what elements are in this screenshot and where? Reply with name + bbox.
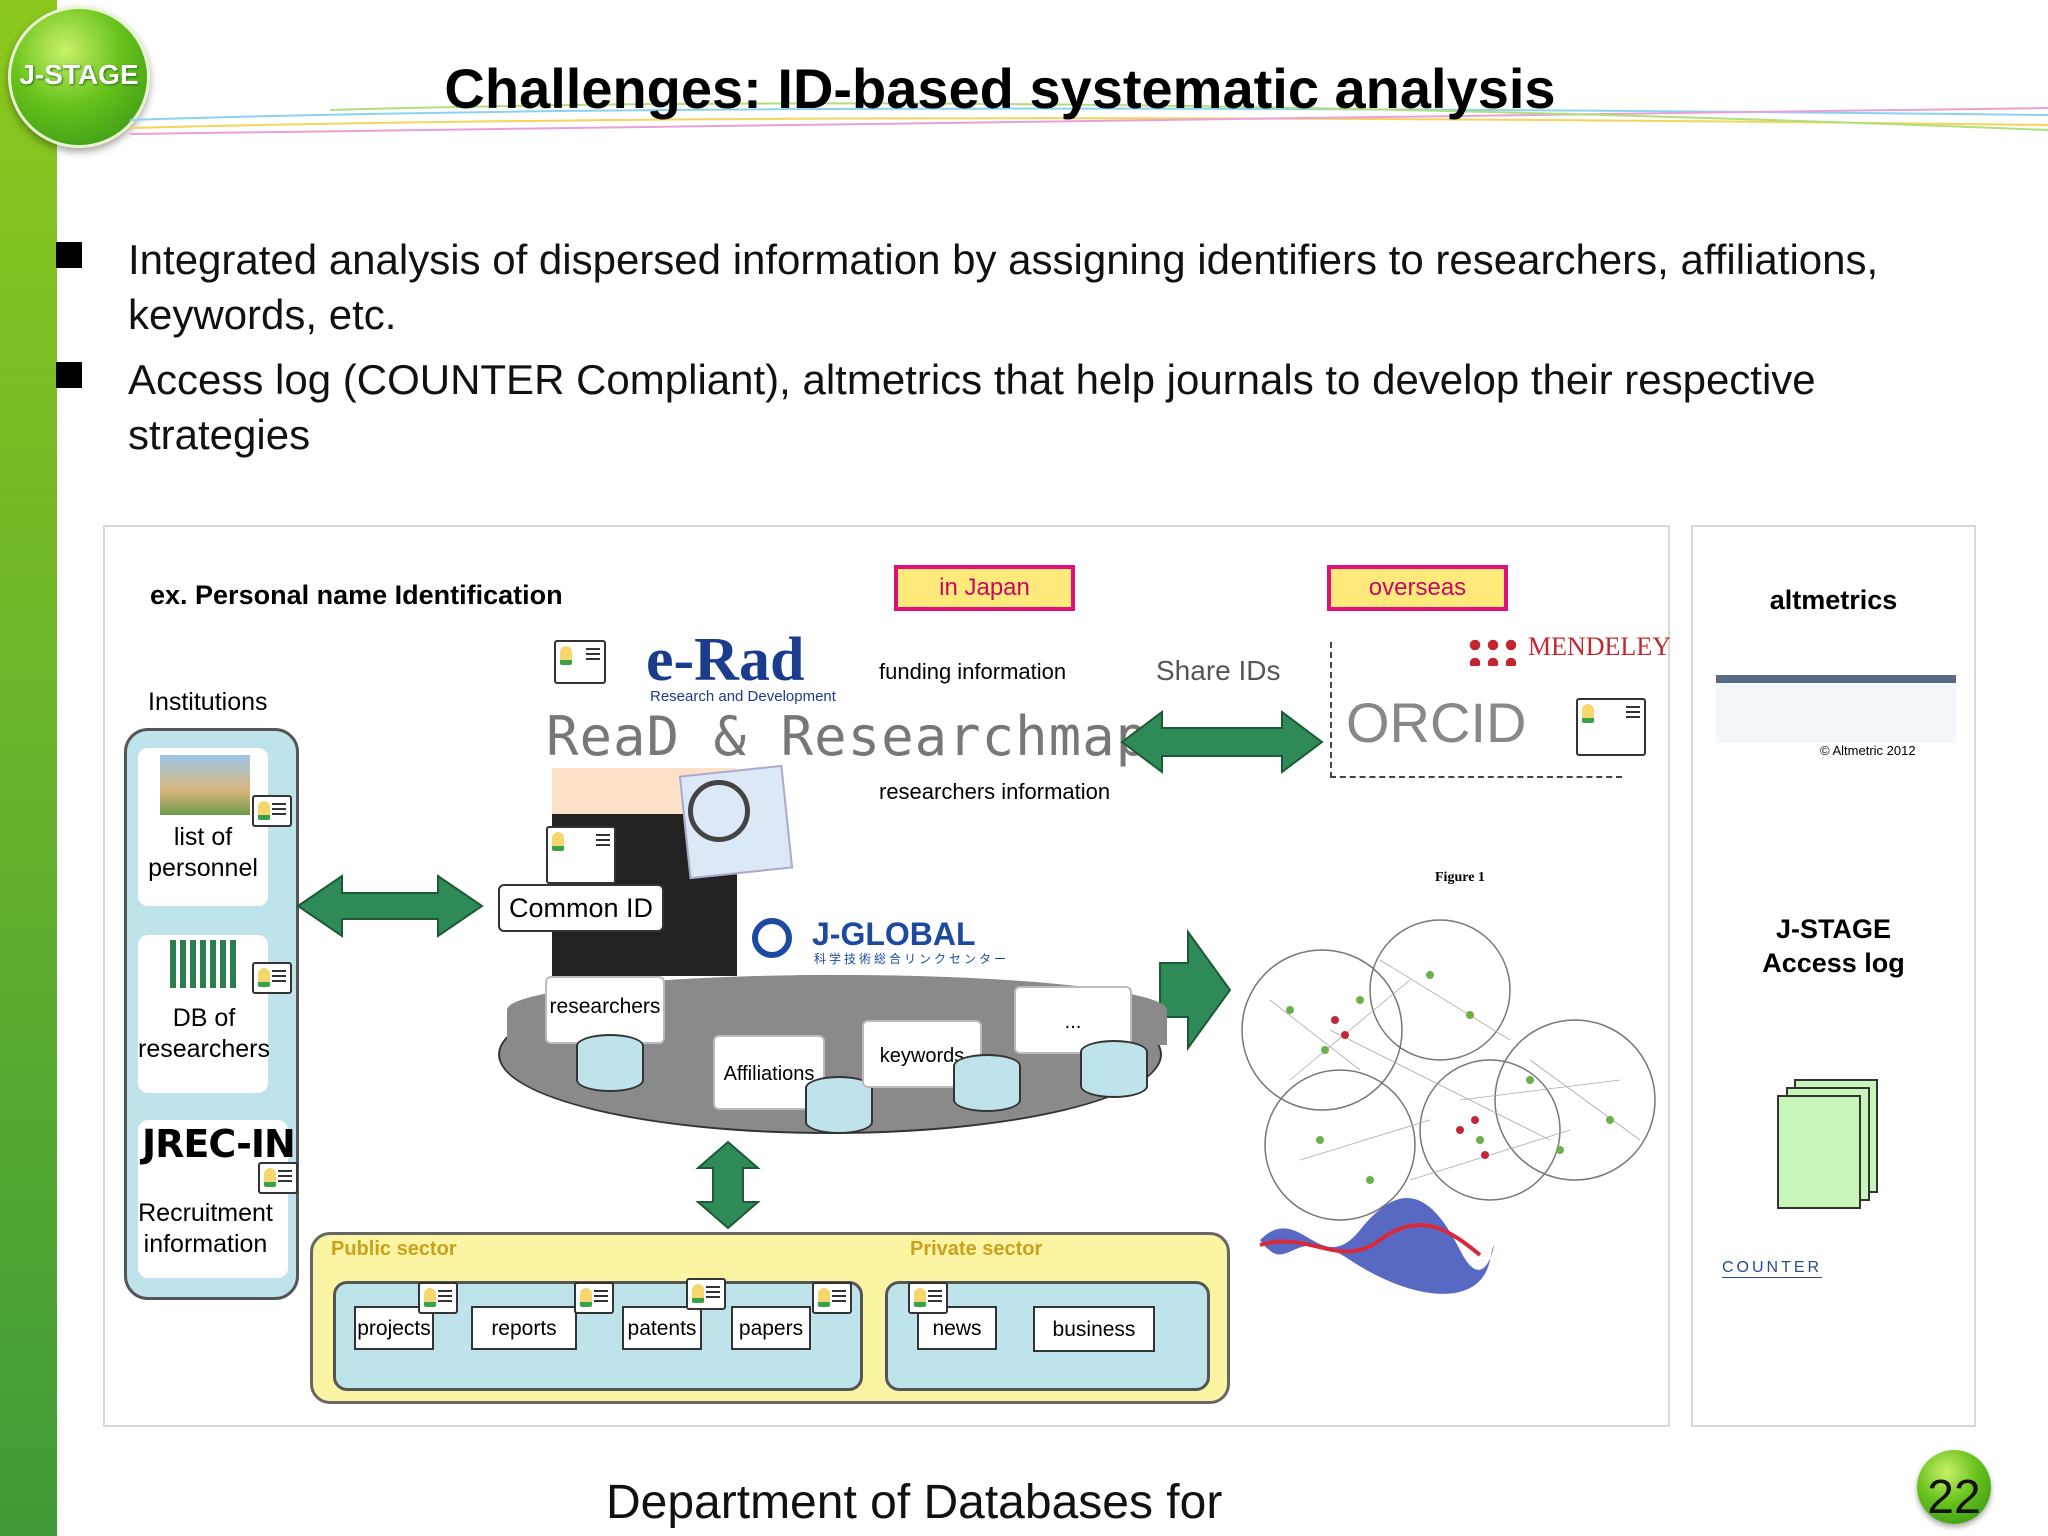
id-card-icon: [252, 795, 292, 827]
common-id-box: Common ID: [498, 884, 664, 932]
id-card-icon: [1576, 698, 1646, 756]
id-card-icon: [574, 1282, 614, 1314]
public-item-patents: patents: [622, 1306, 702, 1350]
building-image: [160, 755, 250, 815]
tag-overseas: overseas: [1327, 565, 1508, 611]
counter-logo: COUNTER: [1722, 1259, 1823, 1278]
network-visualization: [1241, 919, 1656, 1294]
output-arrow: [1159, 928, 1232, 1052]
bullet-marker: [56, 242, 82, 268]
page-number-badge: [1917, 1450, 1991, 1524]
diagram-heading: ex. Personal name Identification: [150, 580, 563, 610]
page-title: Challenges: ID-based systematic analysis: [444, 57, 1556, 120]
id-card-icon: [686, 1278, 726, 1310]
public-item-papers: papers: [731, 1306, 811, 1350]
db-cylinder: [1080, 1040, 1148, 1098]
share-ids-arrow: [1120, 710, 1324, 774]
sector-arrow: [695, 1140, 761, 1230]
id-card-icon: [546, 826, 616, 884]
bullet-2: Access log (COUNTER Compliant), altmetri…: [128, 356, 1816, 458]
jglobal-logo: J-GLOBAL: [812, 916, 976, 952]
mendeley-icon: [1466, 636, 1518, 666]
institutions-label: Institutions: [148, 688, 268, 716]
institution-recruitment: Recruitment information: [138, 1199, 273, 1258]
public-sector-label: Public sector: [331, 1238, 457, 1260]
document-stack-front: [1777, 1095, 1861, 1209]
share-ids-label: Share IDs: [1156, 655, 1281, 686]
id-card-icon: [908, 1282, 948, 1314]
db-cylinder: [953, 1054, 1021, 1112]
institutions-arrow: [296, 874, 484, 938]
public-item-reports: reports: [471, 1306, 577, 1350]
id-card-icon: [812, 1282, 852, 1314]
figure-label: Figure 1: [1435, 870, 1485, 885]
access-log-label: J-STAGE Access log: [1762, 914, 1905, 978]
logo-text: J-STAGE: [19, 59, 139, 90]
tag-in-japan: in Japan: [894, 565, 1075, 611]
institution-db: DB of researchers: [138, 1004, 270, 1063]
id-card-icon: [418, 1282, 458, 1314]
factory-icon: [170, 940, 240, 988]
altmetric-thumbnail: [1716, 675, 1956, 743]
private-item-business: business: [1033, 1306, 1155, 1352]
jglobal-subtitle: 科学技術総合リンクセンター: [814, 952, 1010, 966]
sidebar-stripe: [0, 0, 57, 1536]
jglobal-icon: [752, 918, 792, 958]
institution-personnel: list of personnel: [148, 823, 258, 882]
altmetric-credit: © Altmetric 2012: [1820, 743, 1916, 758]
id-card-icon: [258, 1162, 298, 1194]
header-swoosh: [130, 102, 2048, 135]
private-sector-label: Private sector: [910, 1238, 1043, 1260]
public-item-projects: projects: [354, 1306, 434, 1350]
altmetrics-label: altmetrics: [1769, 585, 1898, 615]
erad-subtitle: Research and Development: [650, 688, 836, 705]
read-researchmap-logo: ReaD & Researchmap: [546, 705, 1150, 768]
db-cylinder: [576, 1034, 644, 1092]
jrec-in-logo: JREC-IN: [142, 1122, 296, 1166]
recruitment-card: [138, 1120, 288, 1278]
page-number: 22: [1927, 1471, 1981, 1524]
researchers-info-label: researchers information: [879, 779, 1111, 804]
orcid-logo: ORCID: [1346, 691, 1527, 754]
footer-text: Department of Databases for: [606, 1476, 1223, 1529]
id-card-icon: [554, 640, 606, 684]
db-cylinder: [805, 1076, 873, 1134]
mendeley-logo: MENDELEY: [1528, 632, 1671, 661]
bullet-1: Integrated analysis of dispersed informa…: [128, 236, 1879, 338]
id-card-icon: [252, 962, 292, 994]
funding-info-label: funding information: [879, 659, 1067, 684]
erad-logo: e-Rad: [646, 626, 805, 694]
overseas-area: [1330, 642, 1622, 778]
magnifier-icon: [688, 780, 750, 842]
bullet-marker: [56, 362, 82, 388]
jstage-logo: J-STAGE: [8, 6, 150, 148]
